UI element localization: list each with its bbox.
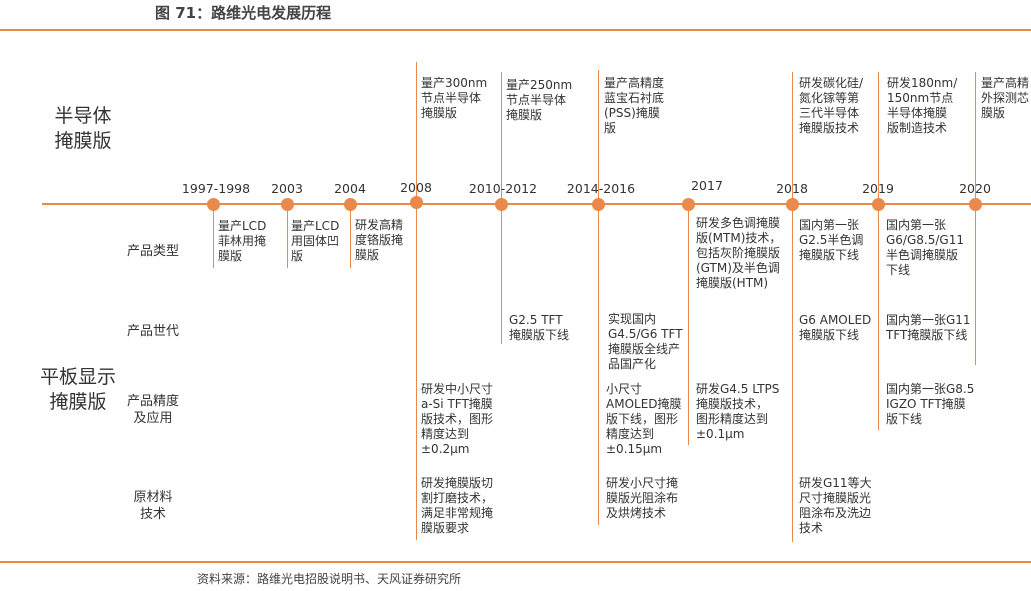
connector-line [688,210,689,445]
flat-materials-2008: 研发掩膜版切 割打磨技术， 满足非常规掩 膜版要求 [421,476,494,535]
flat-product-type-2003: 量产LCD 用固体凹 版 [291,219,340,263]
flat-precision-2014-2016: 小尺寸 AMOLED掩膜 版下线，图形 精度达到 ±0.15μm [606,382,682,456]
flat-product-type-2018: 国内第一张 G2.5半色调 掩膜版下线 [799,218,864,262]
flat-product-type-2017: 研发多色调掩膜 版(MTM)技术， 包括灰阶掩膜版 (GTM)及半色调 掩膜版(… [696,216,782,290]
timeline-axis [42,203,1031,205]
timeline-dot [969,198,982,211]
flat-generation-2014-2016: 实现国内 G4.5/G6 TFT 掩膜版全线产 品国产化 [608,312,683,371]
semi-milestone-2018: 研发碳化硅/ 氮化镓等第 三代半导体 掩膜版技术 [799,76,864,135]
timeline-dot [207,198,220,211]
semi-milestone-2019: 研发180nm/ 150nm节点 半导体掩膜 版制造技术 [887,76,958,135]
row-label-precision-application: 产品精度 及应用 [126,394,179,426]
semi-milestone-2008: 量产300nm 节点半导体 掩膜版 [421,76,488,120]
flat-generation-2018: G6 AMOLED 掩膜版下线 [799,313,872,342]
flat-materials-2018: 研发G11等大 尺寸掩膜版光 阻涂布及洗边 技术 [799,476,872,535]
year-label: 2020 [959,181,991,196]
timeline-dot [592,198,605,211]
timeline-dot [410,196,423,209]
semi-milestone-2010-2012: 量产250nm 节点半导体 掩膜版 [506,78,573,122]
row-label-materials: 原材料 技术 [133,490,173,522]
connector-line [350,210,351,268]
flat-precision-2008: 研发中小尺寸 a-Si TFT掩膜 版技术，图形 精度达到 ±0.2μm [421,382,494,456]
year-label: 2003 [271,181,303,196]
flat-precision-2019: 国内第一张G8.5 IGZO TFT掩膜 版下线 [886,382,975,426]
flat-product-type-2004: 研发高精 度铬版掩 膜版 [355,218,404,262]
connector-line [975,72,976,365]
row-label-product-generation: 产品世代 [126,324,179,339]
flat-precision-2017: 研发G4.5 LTPS 掩膜版技术， 图形精度达到 ±0.1μm [696,382,780,441]
year-label: 2004 [334,181,366,196]
year-label: 2008 [400,180,432,195]
figure-source: 资料来源：路维光电招股说明书、天风证券研究所 [197,572,462,586]
semi-milestone-2020: 量产高精 外探测芯 膜版 [981,76,1030,120]
flat-product-type-2019: 国内第一张 G6/G8.5/G11 半色调掩膜版 下线 [886,218,964,277]
timeline-dot [682,198,695,211]
bottom-divider [0,561,1031,563]
timeline-dot [495,198,508,211]
year-label: 2010-2012 [468,181,538,196]
year-label: 2017 [691,178,723,193]
connector-line [213,210,214,268]
timeline-dot [872,198,885,211]
connector-line [792,72,793,542]
timeline-dot [344,198,357,211]
connector-line [287,210,288,268]
figure-title: 图 71：路维光电发展历程 [155,4,332,22]
top-divider [0,29,1031,31]
year-label: 2018 [776,181,808,196]
year-label: 2014-2016 [566,181,636,196]
timeline-dot [786,198,799,211]
flat-generation-2019: 国内第一张G11 TFT掩膜版下线 [886,313,971,342]
connector-line [416,62,417,540]
flat-generation-2010-2012: G2.5 TFT 掩膜版下线 [509,313,570,342]
flat-product-type-1997-1998: 量产LCD 菲林用掩 膜版 [218,219,267,263]
row-label-product-type: 产品类型 [126,244,179,259]
section-flat-panel: 平板显示 掩膜版 [39,366,116,413]
section-semiconductor: 半导体 掩膜版 [54,105,112,152]
connector-line [598,70,599,525]
semi-milestone-2014-2016: 量产高精度 蓝宝石衬底 (PSS)掩膜 版 [604,76,665,135]
year-label: 2019 [862,181,894,196]
flat-materials-2014-2016: 研发小尺寸掩 膜版光阻涂布 及烘烤技术 [606,476,679,520]
timeline-dot [281,198,294,211]
connector-line [878,72,879,430]
year-label: 1997-1998 [181,181,251,196]
